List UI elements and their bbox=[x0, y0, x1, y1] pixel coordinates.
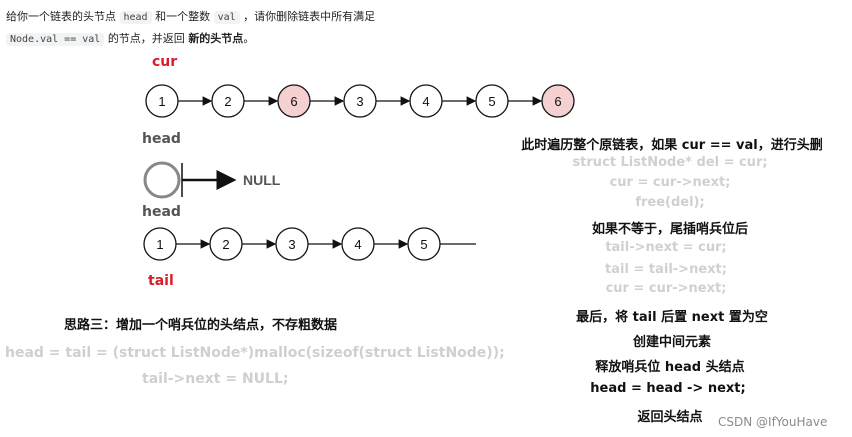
list1-node-value: 2 bbox=[224, 94, 231, 109]
free-head-caption: 释放哨兵位 head 头结点 bbox=[595, 360, 745, 375]
list2-node-value: 2 bbox=[222, 237, 229, 252]
return-head-caption: 返回头结点 bbox=[637, 410, 703, 425]
list1-group: 1 2 6 3 4 5 6 bbox=[145, 84, 575, 118]
head-sentinel-label: head bbox=[142, 131, 181, 147]
tail-null-code: tail->next = NULL; bbox=[142, 371, 289, 387]
intro-text: ，请你删除链表中所有满足 bbox=[243, 10, 376, 23]
intro-text: 的节点，并返回 bbox=[107, 32, 185, 45]
list2-node-value: 3 bbox=[288, 237, 295, 252]
list2-head-label: head bbox=[142, 204, 181, 220]
idea-title: 思路三：增加一个哨兵位的头结点，不存粗数据 bbox=[64, 318, 338, 333]
traverse-caption: 此时遍历整个原链表，如果 cur == val，进行头删 bbox=[521, 138, 823, 153]
list1-node-value: 6 bbox=[554, 94, 561, 109]
list1-node-value: 4 bbox=[422, 94, 429, 109]
cur-pointer-label: cur bbox=[152, 54, 178, 70]
intro-bold-text: 新的头节点 bbox=[188, 32, 244, 45]
list1-node-value: 6 bbox=[290, 94, 297, 109]
csdn-watermark: CSDN @IfYouHave bbox=[718, 415, 828, 429]
intro-code-condition: Node.val == val bbox=[6, 33, 105, 46]
head-next-code: head = head -> next; bbox=[590, 381, 746, 396]
intro-code-head: head bbox=[119, 11, 152, 24]
malloc-code: head = tail = (struct ListNode*)malloc(s… bbox=[5, 345, 505, 361]
code-del: struct ListNode* del = cur; bbox=[572, 155, 768, 170]
list2-group: 1 2 3 4 5 bbox=[143, 227, 476, 261]
code-cur-next-1: cur = cur->next; bbox=[609, 175, 731, 190]
code-cur-next-2: cur = cur->next; bbox=[605, 281, 727, 296]
tail-insert-caption: 如果不等于，尾插哨兵位后 bbox=[591, 222, 749, 237]
list2-node-value: 4 bbox=[354, 237, 361, 252]
intro-line-1: 给你一个链表的头节点 head 和一个整数 val ，请你删除链表中所有满足 bbox=[6, 8, 375, 24]
sentinel-node bbox=[143, 161, 181, 199]
intro-line-2: Node.val == val 的节点，并返回 新的头节点。 bbox=[6, 30, 254, 46]
final-null-caption: 最后，将 tail 后置 next 置为空 bbox=[576, 310, 768, 325]
intro-text: 。 bbox=[243, 32, 255, 45]
list1-node-value: 1 bbox=[158, 94, 165, 109]
list2-node-value: 5 bbox=[420, 237, 427, 252]
code-tail-next: tail->next = cur; bbox=[605, 240, 727, 255]
intro-text: 和一个整数 bbox=[155, 10, 211, 23]
code-tail-advance: tail = tail->next; bbox=[605, 262, 727, 277]
list1-node-value: 3 bbox=[356, 94, 363, 109]
list1-node bbox=[541, 84, 575, 118]
sentinel-group: NULL bbox=[143, 161, 281, 199]
null-text: NULL bbox=[243, 172, 281, 188]
intro-text: 给你一个链表的头节点 bbox=[6, 10, 116, 23]
list2-node-value: 1 bbox=[156, 237, 163, 252]
tail-pointer-label: tail bbox=[148, 273, 174, 289]
list1-node-value: 5 bbox=[488, 94, 495, 109]
intro-code-val: val bbox=[213, 11, 240, 24]
code-free: free(del); bbox=[635, 195, 705, 210]
middle-element-caption: 创建中间元素 bbox=[632, 335, 712, 350]
